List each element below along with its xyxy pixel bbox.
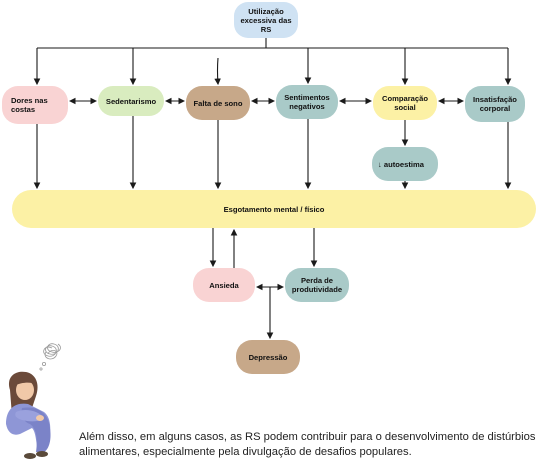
node-productivity-loss: Perda de produtividade xyxy=(285,268,349,302)
node-body-dissatisfaction: Insatisfação corporal xyxy=(465,86,525,122)
node-exhaustion: Esgotamento mental / físico xyxy=(12,190,536,228)
sitting-sad-person-icon xyxy=(6,343,61,459)
person-figure xyxy=(6,371,51,459)
node-back-pain: Dores nas costas xyxy=(2,86,68,124)
node-depression: Depressão xyxy=(236,340,300,374)
node-sedentarism: Sedentarismo xyxy=(98,86,164,116)
node-negative-feelings: Sentimentos negativos xyxy=(276,85,338,119)
node-low-self-esteem: ↓ autoestima xyxy=(372,147,438,181)
node-excessive-use: Utilização excessiva das RS xyxy=(234,2,298,38)
caption-text: Além disso, em alguns casos, as RS podem… xyxy=(79,431,536,458)
arrow-to-sono xyxy=(214,57,221,86)
node-anxiety: Ansieda xyxy=(193,268,255,302)
node-lack-of-sleep: Falta de sono xyxy=(186,86,250,120)
tangled-thought-icon xyxy=(39,343,61,371)
node-social-comparison: Comparação social xyxy=(373,86,437,120)
